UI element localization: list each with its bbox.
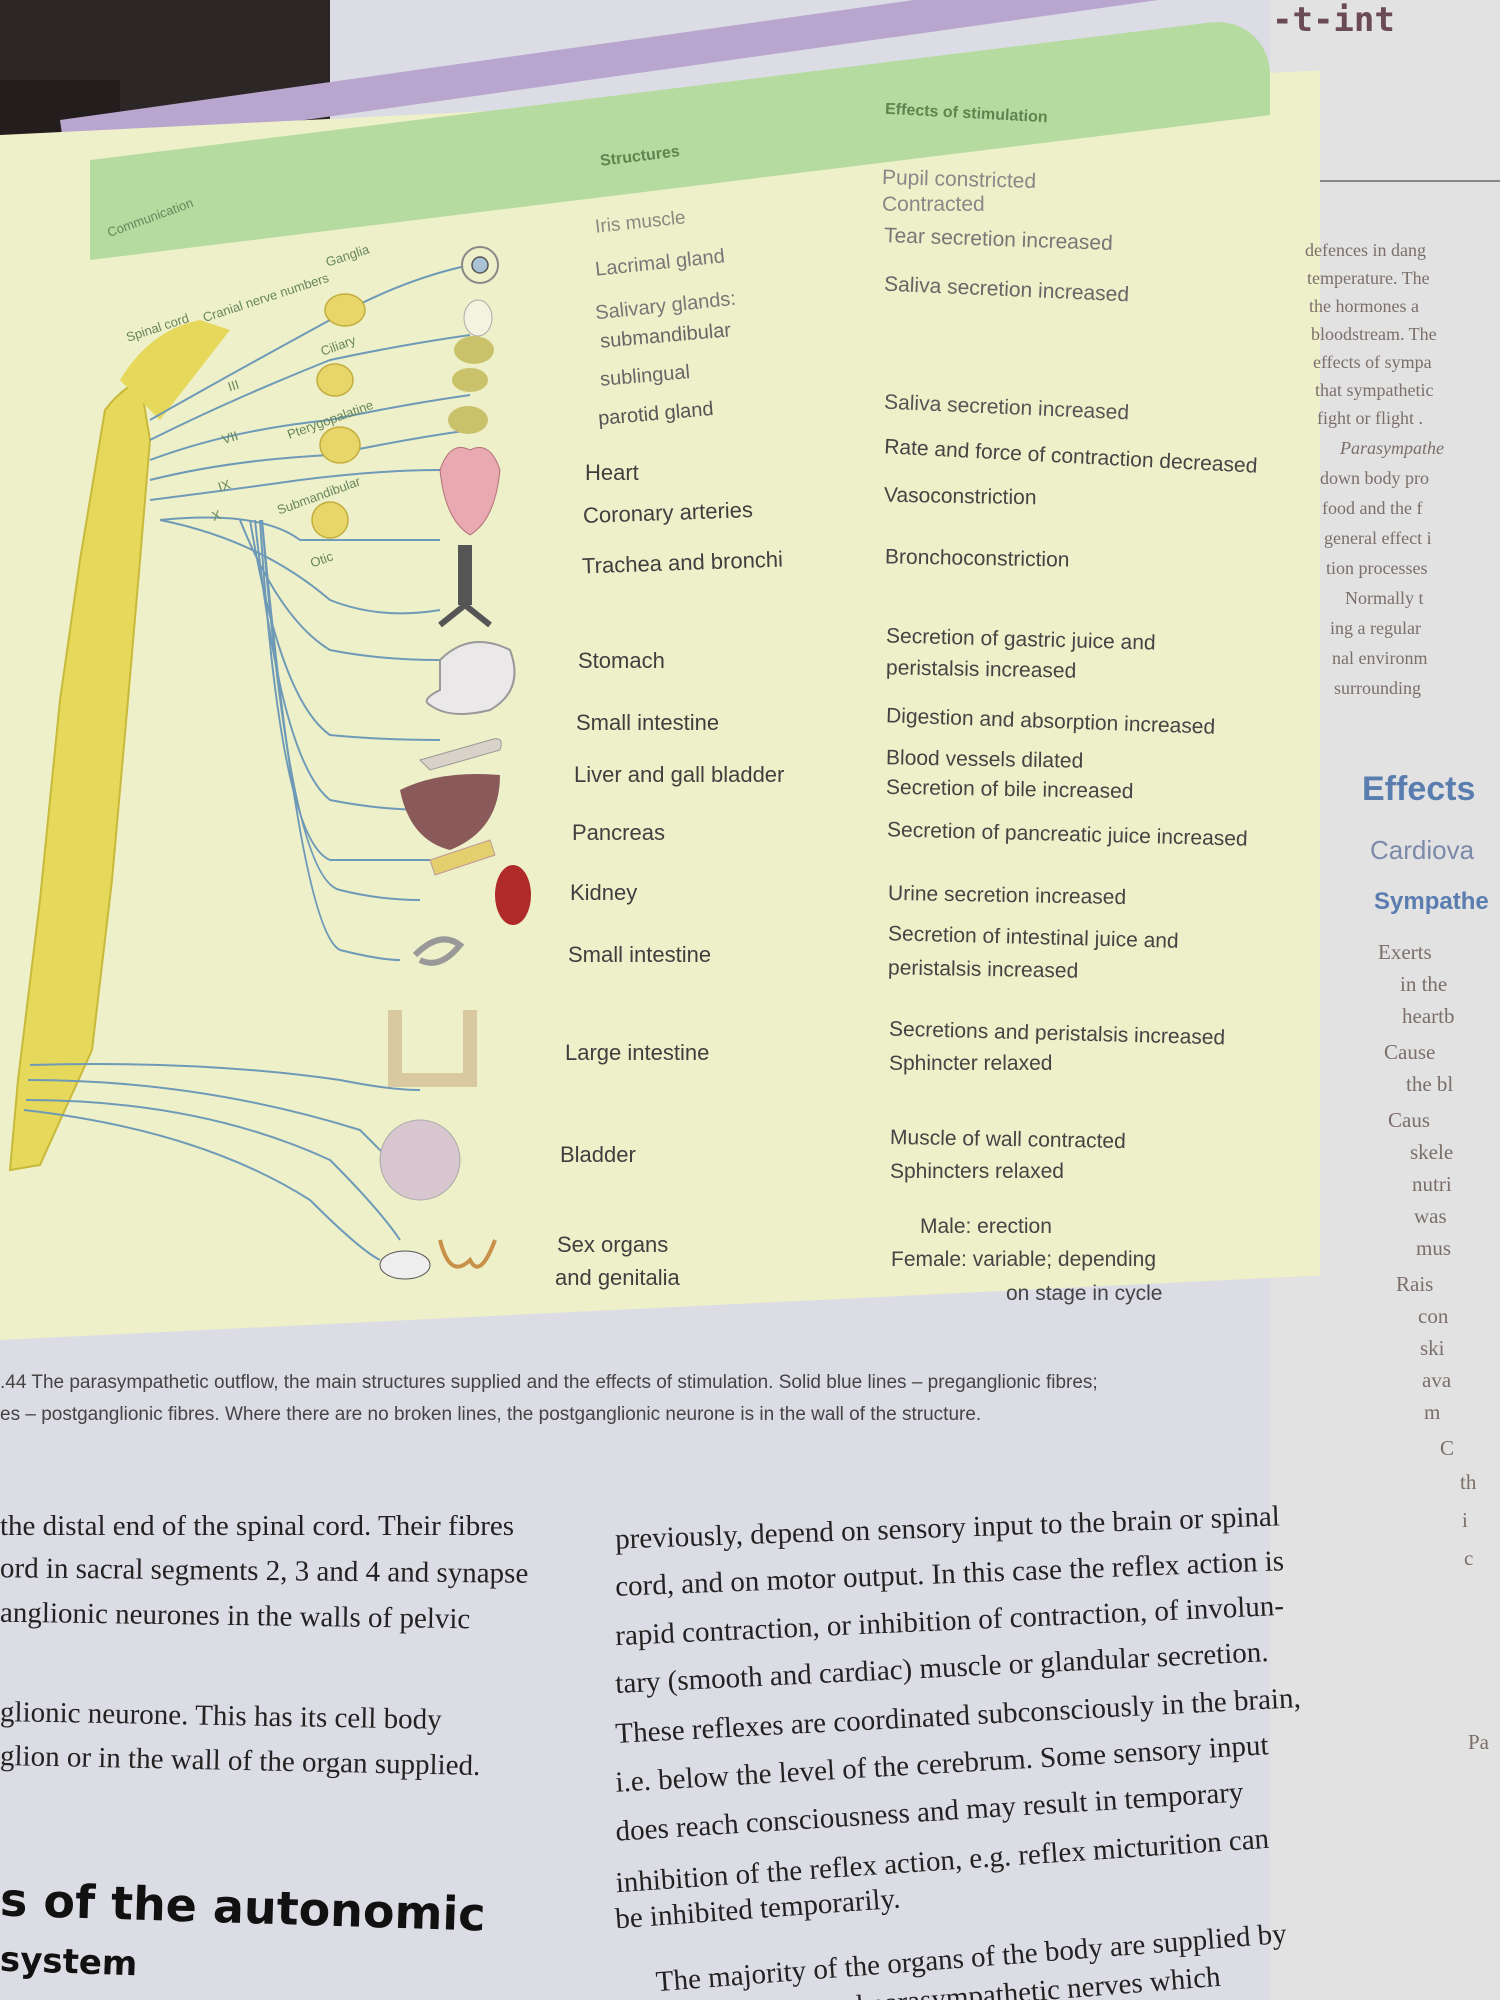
facing-bullet-7: skele — [1410, 1140, 1454, 1164]
ganglia-group — [311, 293, 366, 539]
facing-line-8: Parasympathe — [1340, 438, 1444, 458]
facing-bullet-14: ava — [1422, 1368, 1452, 1392]
facing-line-9: down body pro — [1320, 468, 1429, 488]
facing-bullet-19: c — [1464, 1546, 1474, 1570]
effect-stage-in-cycle: on stage in cycle — [1006, 1282, 1163, 1305]
effect-intestinal-peristalsis: peristalsis increased — [887, 956, 1079, 983]
facing-subheading-sympathetic: Sympathe — [1374, 888, 1489, 915]
facing-bullet-9: was — [1414, 1204, 1447, 1228]
facing-line-10: food and the f — [1322, 498, 1423, 518]
facing-bullet-16: C — [1440, 1436, 1455, 1460]
facing-bullet-12: con — [1418, 1304, 1449, 1328]
facing-bullet-4: Cause — [1384, 1040, 1436, 1064]
brainstem-shape — [120, 320, 230, 420]
effect-bile-secretion: Secretion of bile increased — [885, 775, 1134, 804]
facing-line-5: effects of sympa — [1313, 352, 1432, 372]
facing-line-6: that sympathetic — [1315, 380, 1434, 400]
facing-line-11: general effect i — [1324, 528, 1432, 548]
facing-bullet-10: mus — [1416, 1236, 1452, 1260]
facing-page-rule — [1295, 180, 1500, 182]
effect-sphincters-relaxed: Sphincters relaxed — [890, 1160, 1064, 1183]
facing-bullet-17: th — [1460, 1470, 1477, 1494]
structure-small-intestine-2: Small intestine — [568, 942, 712, 967]
effect-female-variable: Female: variable; depending — [891, 1248, 1157, 1271]
organ-icons — [379, 246, 531, 1280]
facing-subheading-cardiovascular: Cardiova — [1370, 835, 1475, 865]
facing-line-15: nal environm — [1332, 648, 1428, 668]
figure-caption-line-2: es – postganglionic fibres. Where there … — [0, 1404, 982, 1425]
facing-line-12: tion processes — [1326, 558, 1428, 578]
structure-bladder: Bladder — [560, 1142, 636, 1167]
facing-margin-pa: Pa — [1468, 1730, 1489, 1754]
figure-caption-line-1: .44 The parasympathetic outflow, the mai… — [0, 1372, 1098, 1393]
structure-liver-gall-bladder: Liver and gall bladder — [574, 762, 785, 787]
facing-heading-effects: Effects — [1362, 770, 1476, 808]
facing-line-4: bloodstream. The — [1311, 324, 1437, 344]
facing-line-16: surrounding — [1334, 678, 1421, 698]
effect-male-erection: Male: erection — [920, 1215, 1052, 1238]
structure-heart: Heart — [585, 460, 639, 485]
facing-line-14: ing a regular — [1330, 618, 1421, 638]
facing-bullet-8: nutri — [1412, 1172, 1452, 1196]
facing-bullet-15: m — [1424, 1400, 1441, 1424]
effect-gastric-peristalsis: peristalsis increased — [885, 656, 1077, 683]
facing-line-3: the hormones a — [1309, 296, 1419, 316]
facing-line-7: fight or flight . — [1317, 408, 1423, 428]
effect-sphincter-relaxed: Sphincter relaxed — [889, 1052, 1053, 1075]
facing-bullet-3: heartb — [1402, 1004, 1455, 1028]
effect-blood-vessels-dilated: Blood vessels dilated — [885, 746, 1084, 773]
structure-small-intestine-1: Small intestine — [576, 710, 720, 735]
facing-bullet-1: Exerts — [1378, 940, 1432, 964]
left-text-line-2: ord in sacral segments 2, 3 and 4 and sy… — [0, 1552, 529, 1590]
facing-bullet-13: ski — [1420, 1336, 1445, 1360]
left-text-line-3: anglionic neurones in the walls of pelvi… — [0, 1596, 471, 1636]
structure-kidney: Kidney — [570, 880, 638, 905]
facing-bullet-18: i — [1462, 1508, 1468, 1532]
effect-pupil-constricted: Pupil constricted — [881, 165, 1037, 194]
structure-large-intestine: Large intestine — [565, 1040, 710, 1065]
structure-genitalia: and genitalia — [555, 1265, 680, 1290]
structure-sex-organs: Sex organs — [557, 1232, 669, 1257]
effect-contracted: Contracted — [882, 193, 985, 216]
facing-line-1: defences in dang — [1305, 240, 1426, 260]
effect-vasoconstriction: Vasoconstriction — [883, 483, 1037, 510]
facing-bullet-5: the bl — [1406, 1072, 1454, 1096]
facing-bullet-6: Caus — [1388, 1108, 1430, 1132]
facing-page-top-text: -t-int — [1272, 0, 1395, 40]
effect-bronchoconstriction: Bronchoconstriction — [884, 545, 1070, 572]
structure-pancreas: Pancreas — [572, 820, 665, 845]
structure-stomach: Stomach — [578, 648, 665, 673]
left-text-line-1: the distal end of the spinal cord. Their… — [0, 1510, 515, 1542]
facing-bullet-2: in the — [1400, 972, 1448, 996]
spinal-cord-shape — [8, 378, 152, 1172]
section-heading-line-2: system — [0, 1939, 139, 1985]
facing-line-13: Normally t — [1345, 588, 1424, 608]
effect-bladder-muscle: Muscle of wall contracted — [889, 1125, 1126, 1154]
effect-urine-secretion: Urine secretion increased — [887, 881, 1127, 910]
facing-bullet-11: Rais — [1396, 1272, 1434, 1296]
facing-line-2: temperature. The — [1307, 268, 1430, 288]
